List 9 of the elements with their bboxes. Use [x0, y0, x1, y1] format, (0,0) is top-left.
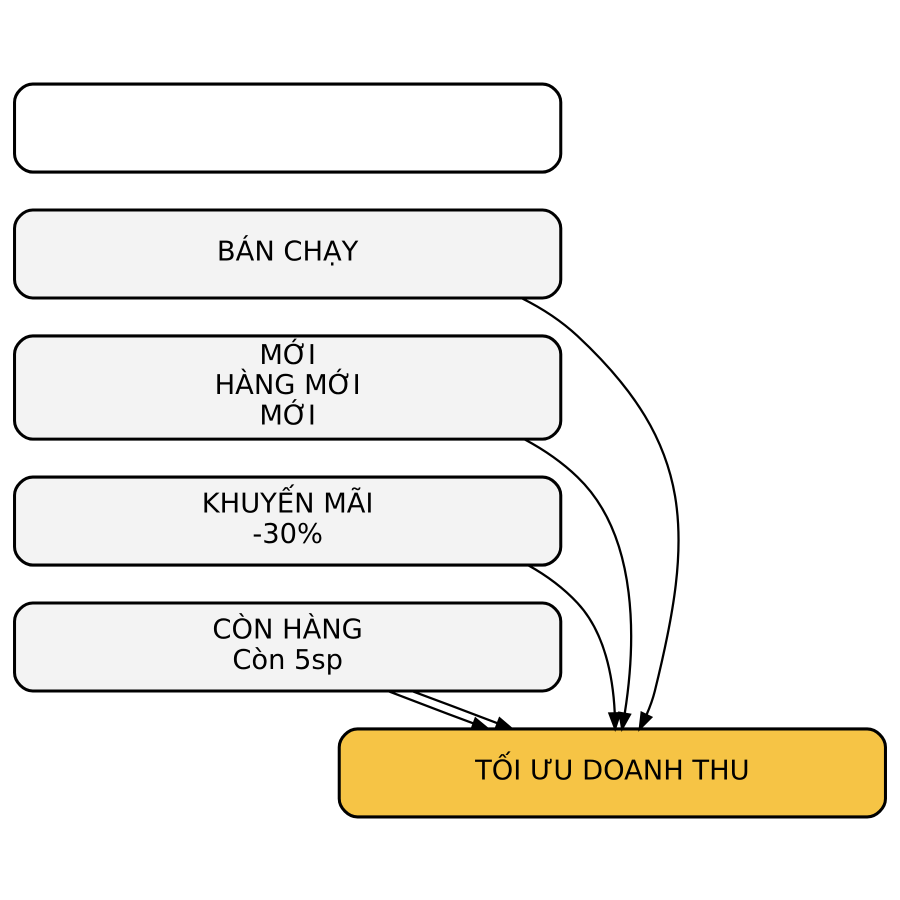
node-box: TỐI ƯU DOANH THU	[338, 726, 887, 818]
node-box	[13, 82, 562, 174]
arrow	[521, 296, 680, 732]
arrow	[527, 564, 622, 732]
node-box: BÁN CHẠY	[13, 208, 562, 300]
arrow	[524, 438, 632, 732]
node-box: CÒN HÀNG Còn 5sp	[13, 600, 562, 692]
node-box: MỚI HÀNG MỚI MỚI	[13, 334, 562, 440]
node-box: KHUYẾN MÃI -30%	[13, 475, 562, 566]
